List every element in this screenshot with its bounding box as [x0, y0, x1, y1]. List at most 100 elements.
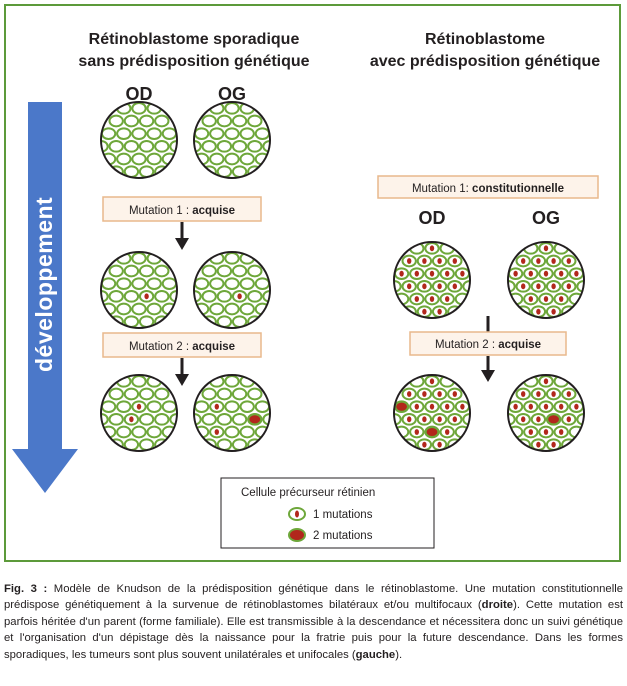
cell [138, 114, 155, 128]
cell [116, 302, 132, 316]
cell [209, 302, 225, 316]
cell [247, 438, 263, 451]
cell [247, 165, 263, 178]
mutation1-right-type: constitutionnelle [472, 183, 564, 195]
legend-title: Cellule précurseur rétinien [241, 487, 375, 499]
cell [247, 140, 263, 153]
cell [239, 302, 255, 316]
cell [254, 400, 270, 413]
eye-od-one-mutation [100, 251, 178, 329]
left-title-line2: sans prédisposition génétique [78, 53, 309, 70]
caption-part3: ). [395, 648, 403, 661]
cell [108, 290, 124, 303]
cell [116, 425, 132, 439]
cell [116, 152, 132, 166]
cell [201, 140, 217, 153]
mutation1-right-prefix: Mutation 1: [412, 183, 472, 195]
cell [401, 305, 417, 318]
svg-text:Mutation 2 : acquise: Mutation 2 : acquise [435, 339, 541, 351]
eye-og-one-mutation [193, 251, 271, 329]
cell [201, 315, 217, 328]
eye-od-constitutional [393, 241, 471, 319]
cell [561, 305, 577, 318]
legend-two-mutation-icon [288, 528, 306, 542]
down-arrow-2 [175, 358, 189, 386]
cell [154, 114, 170, 128]
cell [108, 114, 124, 128]
cell [154, 315, 170, 328]
cell [154, 413, 170, 426]
development-label: développement [31, 197, 57, 372]
cell [401, 438, 417, 451]
eye-og-final-tumor [193, 374, 271, 452]
svg-text:Mutation 1: constitutionnelle: Mutation 1: constitutionnelle [412, 183, 564, 195]
cell [101, 127, 117, 140]
legend-box: Cellule précurseur rétinien 1 mutations … [220, 477, 435, 549]
cell [131, 425, 147, 439]
cell [239, 152, 255, 166]
right-od-label: OD [419, 208, 446, 228]
cell [224, 252, 240, 265]
cell [561, 438, 577, 451]
cell [116, 400, 132, 413]
cell [131, 277, 147, 290]
cell [201, 438, 217, 451]
down-arrow-1 [175, 222, 189, 250]
eye-od-initial [100, 101, 178, 179]
cell [194, 413, 202, 426]
cell [216, 264, 233, 278]
cell [154, 140, 170, 153]
cell [108, 315, 124, 328]
cell [194, 140, 202, 153]
cell [201, 114, 217, 128]
mutation2-right-type: acquise [498, 339, 541, 351]
cell [224, 400, 240, 413]
cell [108, 264, 124, 278]
cell [576, 413, 584, 426]
cell [108, 387, 124, 401]
cell [101, 290, 109, 303]
eye-og-constitutional [507, 241, 585, 319]
cell [116, 127, 132, 140]
legend-item1: 1 mutations [313, 509, 373, 521]
cell [462, 413, 470, 426]
eye-og-initial [193, 101, 271, 179]
cell [262, 290, 270, 303]
cell [515, 438, 531, 451]
cell [154, 438, 170, 451]
right-og-label: OG [532, 208, 560, 228]
cell [515, 305, 531, 318]
down-arrow-right [481, 356, 495, 382]
cell [154, 290, 170, 303]
mutation2-left-prefix: Mutation 2 : [129, 341, 192, 353]
cell [194, 277, 210, 290]
cell [131, 252, 147, 265]
cell [146, 277, 162, 290]
cell [123, 290, 140, 303]
cell [231, 264, 248, 278]
cell [131, 152, 147, 166]
mutation1-left-prefix: Mutation 1 : [129, 205, 192, 217]
cell [239, 400, 255, 413]
cell [146, 400, 162, 413]
cell [138, 387, 155, 401]
cell [262, 413, 270, 426]
cell [462, 280, 470, 293]
cell [216, 413, 233, 426]
cell [101, 140, 109, 153]
cell [101, 400, 117, 413]
svg-text:Mutation 1 : acquise: Mutation 1 : acquise [129, 205, 235, 217]
development-arrow: développement [12, 102, 78, 493]
caption-gauche: gauche [355, 648, 396, 661]
cell [247, 114, 263, 128]
cell [138, 413, 155, 426]
right-title-line2: avec prédisposition génétique [370, 53, 600, 70]
cell [224, 425, 240, 439]
cell [231, 413, 248, 426]
cell [201, 165, 217, 178]
cell [146, 302, 162, 316]
cell [123, 114, 140, 128]
cell [231, 114, 248, 128]
mutation2-left-type: acquise [192, 341, 235, 353]
